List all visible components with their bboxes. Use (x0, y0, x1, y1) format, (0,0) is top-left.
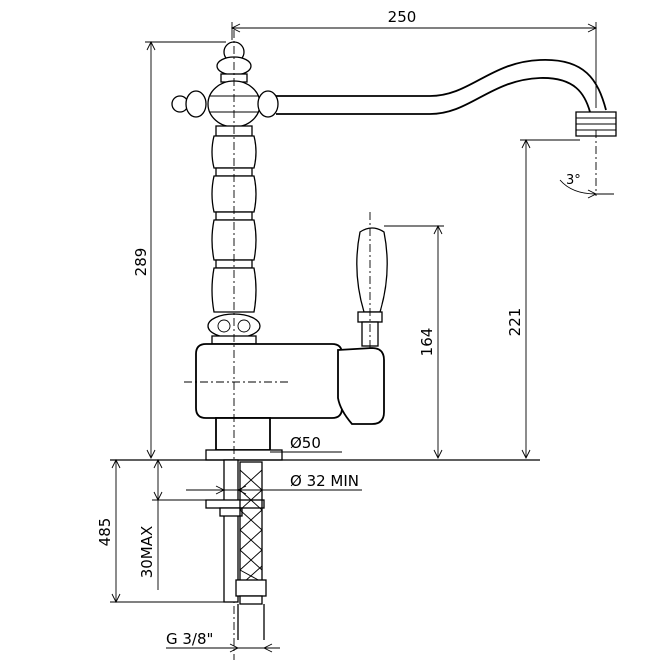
faucet-spout (276, 59, 617, 137)
faucet-body (195, 227, 388, 461)
dimension-thread: G 3/8" (166, 630, 280, 653)
dimension-485: 485 (96, 458, 236, 604)
label-30max: 30MAX (138, 526, 156, 579)
label-thread: G 3/8" (166, 630, 213, 648)
label-250: 250 (388, 8, 417, 26)
label-164: 164 (418, 328, 436, 357)
faucet-column (171, 41, 279, 345)
dimension-164: 164 (384, 224, 444, 460)
dimension-diameter-50: Ø50 (270, 434, 342, 453)
dimension-221: 221 (506, 138, 580, 460)
dimension-diameter-32: Ø 32 MIN (186, 472, 362, 495)
label-angle: 3° (566, 173, 581, 188)
dimension-30max: 30MAX (138, 458, 206, 590)
label-289: 289 (132, 248, 150, 277)
hose-nut (235, 579, 267, 597)
dimension-250: 250 (230, 8, 598, 108)
under-deck-assembly (110, 459, 540, 640)
dimension-angle: 3° (559, 173, 614, 199)
dimension-289: 289 (132, 40, 226, 460)
label-221: 221 (506, 308, 524, 337)
label-485: 485 (96, 518, 114, 547)
label-diameter-32: Ø 32 MIN (290, 472, 359, 490)
label-diameter-50: Ø50 (290, 434, 321, 452)
